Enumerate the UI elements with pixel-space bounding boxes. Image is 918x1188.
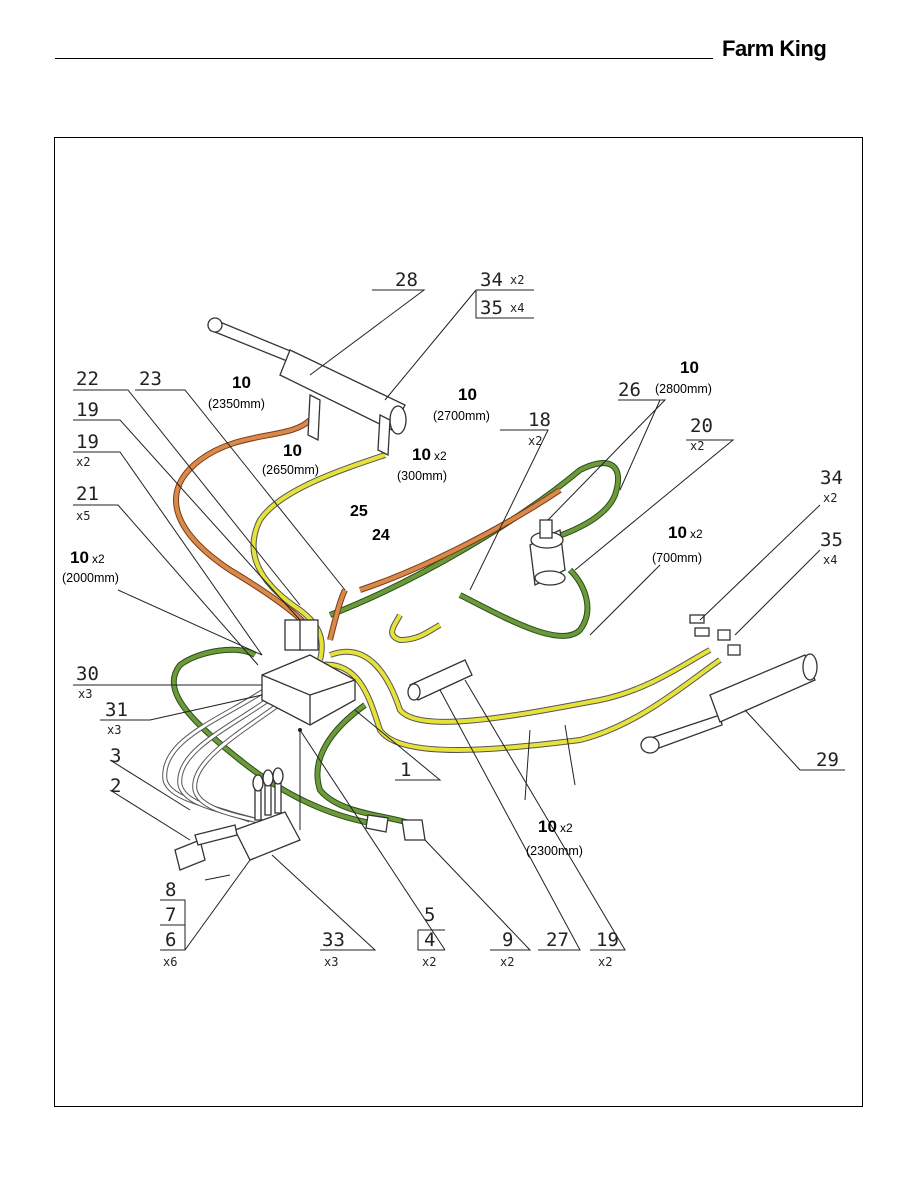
filter-26: [529, 519, 566, 586]
callout-35a-qty: x4: [510, 301, 524, 315]
svg-text:(2800mm): (2800mm): [655, 382, 712, 396]
callout-28: 28: [395, 269, 418, 291]
svg-text:x2: x2: [560, 821, 573, 835]
hose-label: 10 x2 (2300mm): [526, 817, 583, 858]
callout-33-qty: x3: [324, 955, 338, 969]
hose-label: 10 x2 (700mm): [652, 523, 703, 565]
callout-20-qty: x2: [690, 439, 704, 453]
hose-label: 10 (2800mm): [655, 358, 712, 396]
svg-text:10: 10: [538, 817, 557, 836]
callout-1: 1: [400, 759, 411, 781]
callout-19c: 19: [596, 929, 619, 951]
svg-text:10: 10: [412, 445, 431, 464]
svg-text:x2: x2: [92, 552, 105, 566]
svg-text:10: 10: [70, 548, 89, 567]
callout-31-qty: x3: [107, 723, 121, 737]
callout-30: 30: [76, 663, 99, 685]
hose-yellow: [250, 452, 722, 753]
svg-text:(2300mm): (2300mm): [526, 844, 583, 858]
callout-9-qty: x2: [500, 955, 514, 969]
svg-text:x2: x2: [434, 449, 447, 463]
callout-35b: 35: [820, 529, 843, 551]
callout-22: 22: [76, 368, 99, 390]
control-unit-33: [234, 767, 301, 861]
callout-19a: 19: [76, 399, 99, 421]
callout-18: 18: [528, 409, 551, 431]
callout-33: 33: [322, 929, 345, 951]
manifold-27: [407, 659, 473, 701]
callout-29: 29: [816, 749, 839, 771]
svg-text:10: 10: [458, 385, 477, 404]
leader-lines: [73, 289, 845, 951]
callout-4-qty: x2: [422, 955, 436, 969]
hose-label: 10 (2700mm): [433, 385, 490, 423]
svg-text:(2350mm): (2350mm): [208, 397, 265, 411]
callout-9: 9: [502, 929, 513, 951]
callout-4: 4: [424, 929, 435, 951]
cylinder-29: [640, 653, 818, 754]
callout-27: 27: [546, 929, 569, 951]
callout-35a: 35: [480, 297, 503, 319]
callout-31: 31: [105, 699, 128, 721]
callout-23: 23: [139, 368, 162, 390]
callout-35b-qty: x4: [823, 553, 837, 567]
fittings-34-35: [689, 614, 741, 656]
callout-34b: 34: [820, 467, 843, 489]
hose-labels: 10 (2350mm) 10 (2650mm) 10 (2700mm) 10 x…: [62, 358, 712, 858]
callout-21: 21: [76, 483, 99, 505]
svg-text:(2000mm): (2000mm): [62, 571, 119, 585]
callout-25: 25: [350, 503, 368, 520]
callout-7: 7: [165, 904, 176, 926]
svg-text:10: 10: [232, 373, 251, 392]
hose-orange: [173, 417, 562, 642]
hose-label: 10 (2350mm): [208, 373, 265, 411]
callout-21-qty: x5: [76, 509, 90, 523]
header-rule: [55, 58, 713, 59]
svg-text:10: 10: [680, 358, 699, 377]
callout-34b-qty: x2: [823, 491, 837, 505]
svg-text:(300mm): (300mm): [397, 469, 447, 483]
callout-2: 2: [110, 775, 121, 797]
callout-6: 6: [165, 929, 176, 951]
hose-green-long: [328, 460, 622, 639]
callout-26: 26: [618, 379, 641, 401]
callout-20: 20: [690, 415, 713, 437]
svg-text:(2650mm): (2650mm): [262, 463, 319, 477]
svg-text:(2700mm): (2700mm): [433, 409, 490, 423]
callout-6-qty: x6: [163, 955, 177, 969]
hose-label: 10 x2 (2000mm): [62, 548, 119, 585]
callout-18-qty: x2: [528, 434, 542, 448]
callout-34a-qty: x2: [510, 273, 524, 287]
hose-grey: [162, 687, 287, 828]
callout-19b-qty: x2: [76, 455, 90, 469]
brand-logo: Farm King: [722, 36, 827, 61]
callout-5: 5: [424, 904, 435, 926]
bracket-2: [174, 824, 238, 881]
diagram-frame: [54, 137, 863, 1107]
callout-24: 24: [372, 527, 390, 544]
svg-text:10: 10: [668, 523, 687, 542]
valve-block-30: [261, 619, 356, 726]
svg-text:(700mm): (700mm): [652, 551, 702, 565]
hose-label: 10 (2650mm): [262, 441, 319, 477]
callout-34a: 34: [480, 269, 503, 291]
callout-19b: 19: [76, 431, 99, 453]
cylinder-28: [207, 317, 407, 457]
callout-3: 3: [110, 745, 121, 767]
svg-text:10: 10: [283, 441, 302, 460]
callout-8: 8: [165, 879, 176, 901]
hose-label: 10 x2 (300mm): [397, 445, 447, 483]
callouts: 28 34 x2 35 x4 22 23 19 19 x2 21 x5 18 x…: [76, 269, 843, 969]
svg-text:x2: x2: [690, 527, 703, 541]
callout-30-qty: x3: [78, 687, 92, 701]
callout-19c-qty: x2: [598, 955, 612, 969]
